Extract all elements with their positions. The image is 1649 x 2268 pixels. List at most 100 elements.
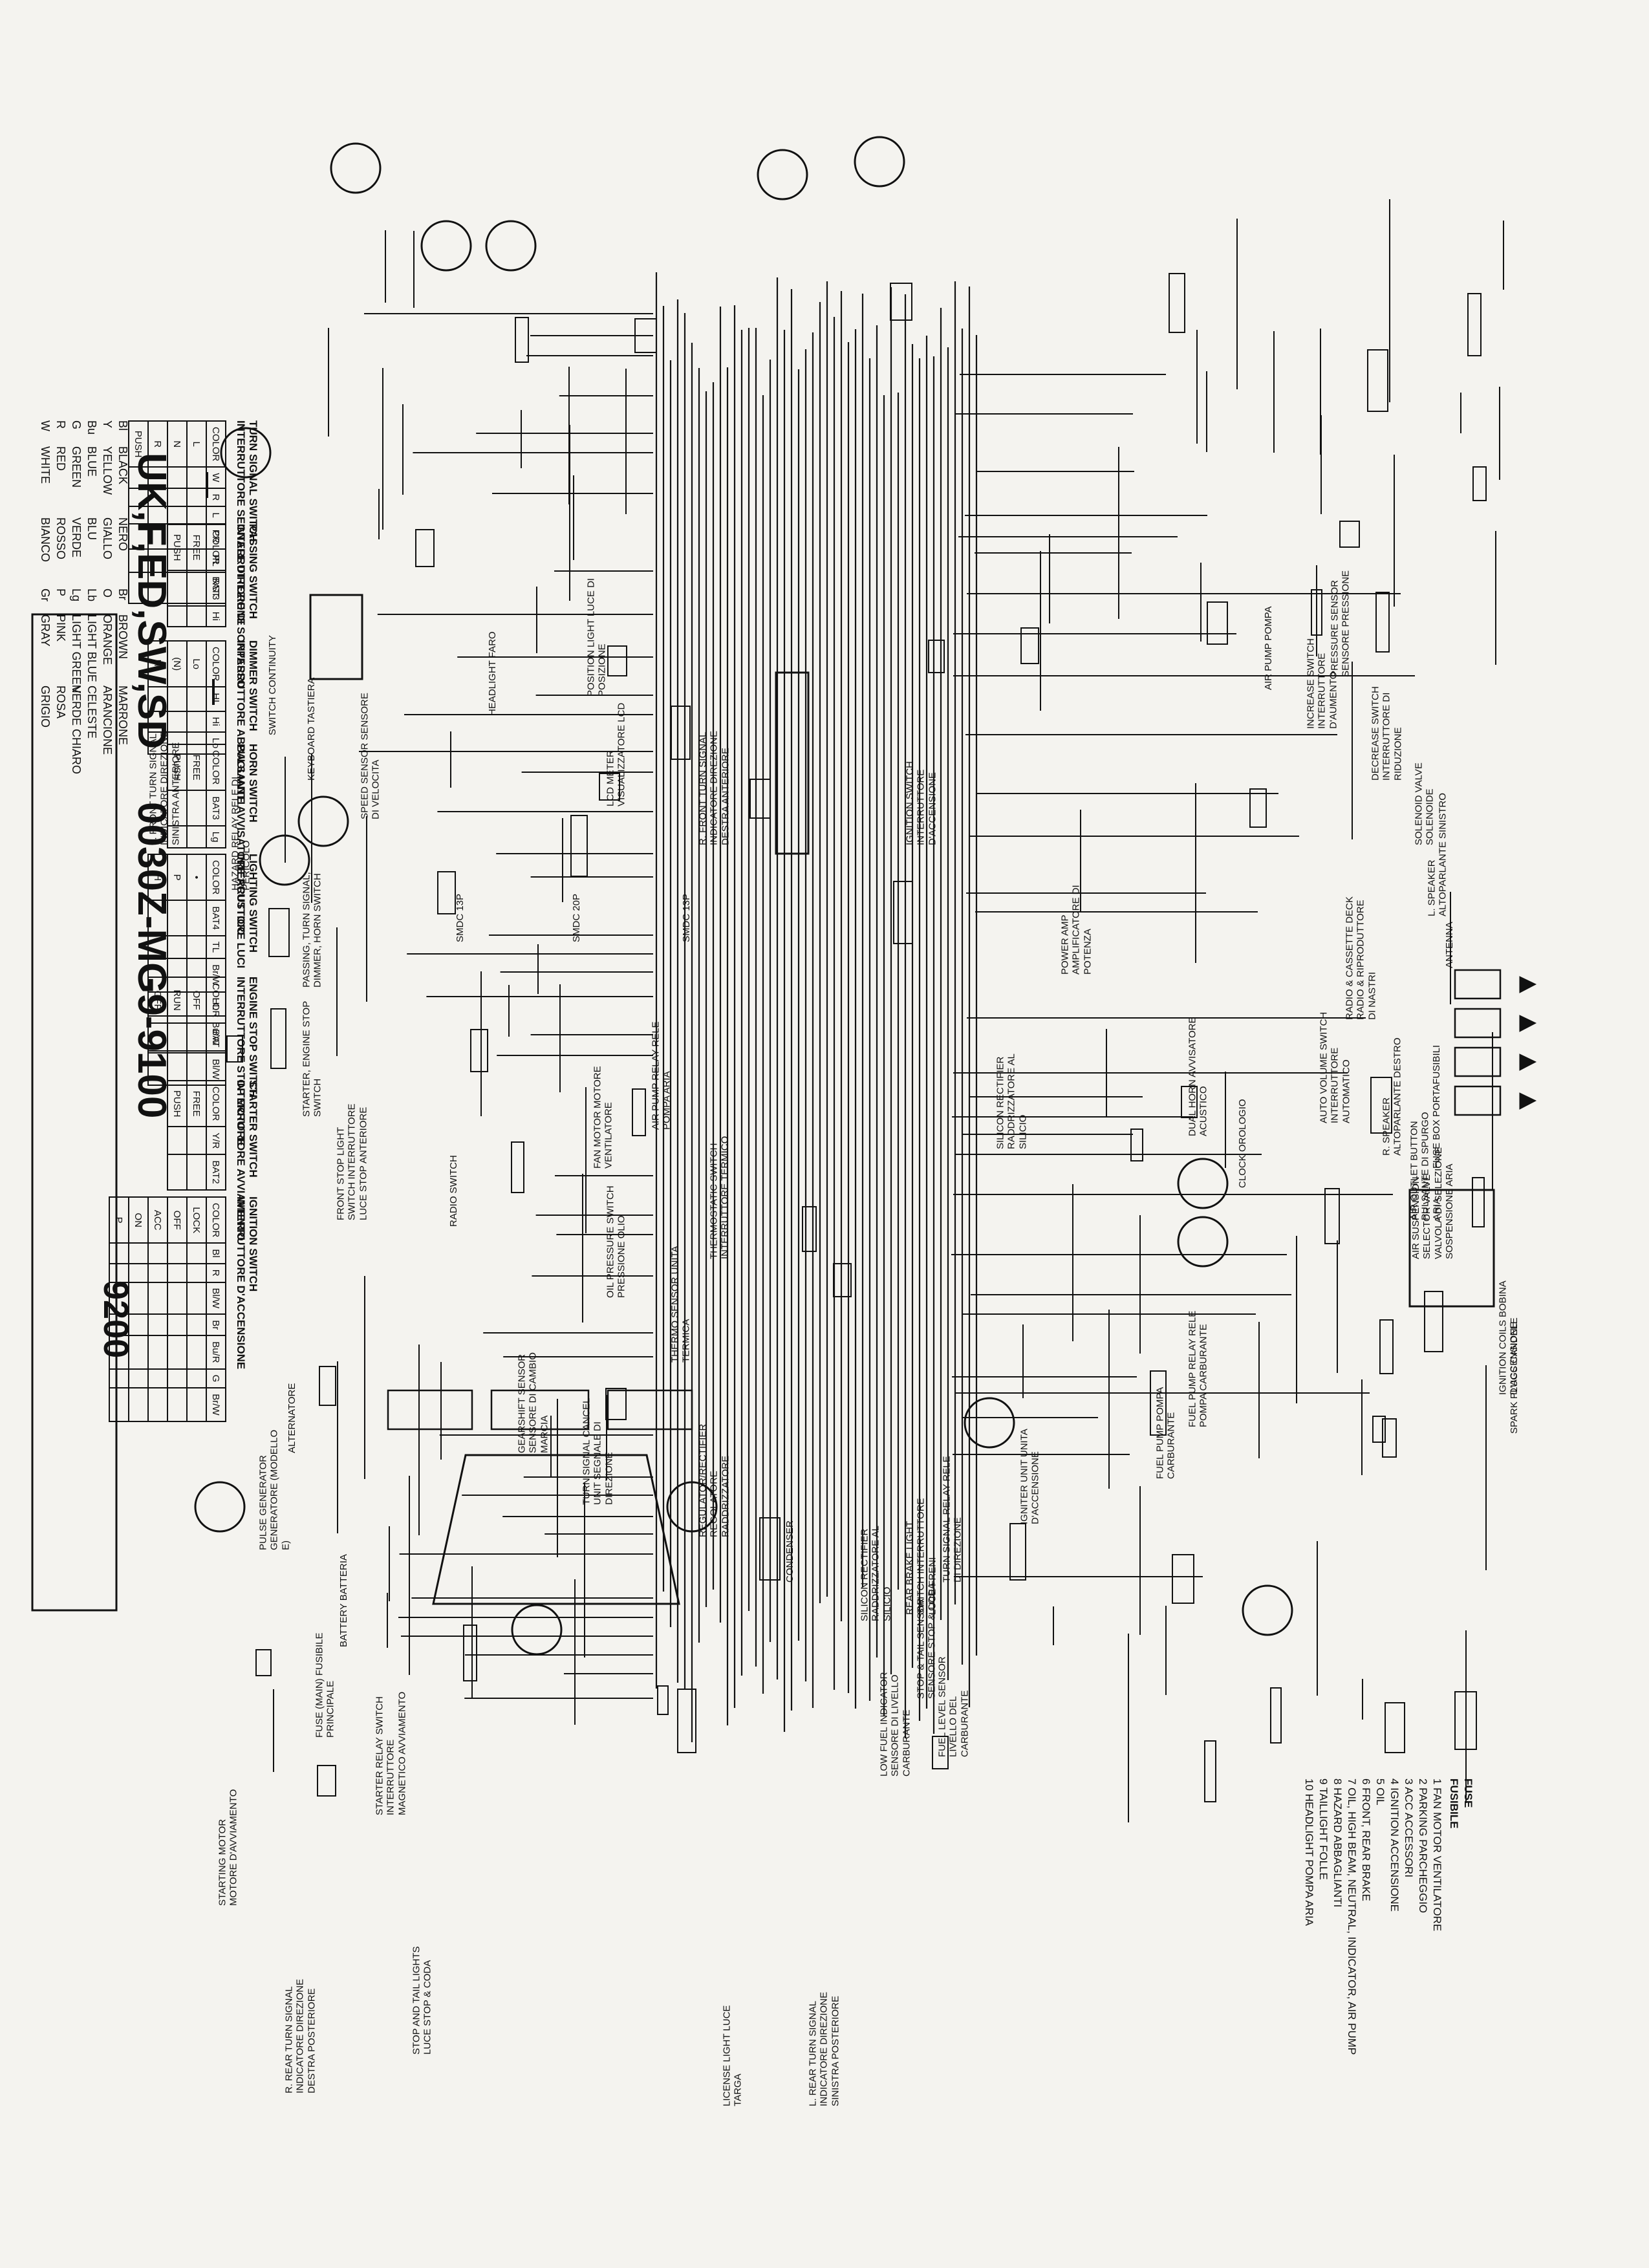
switch-table-cell: COLOR: [206, 421, 226, 468]
switch-table-cell: Bu/R: [206, 1335, 226, 1369]
component-label-power-amp: POWER AMP AMPLIFICATORE DI POTENZA: [1059, 885, 1093, 975]
switch-table-cell: Hi: [206, 605, 226, 627]
spark-plug: [1519, 1015, 1537, 1032]
air-pump-motor: [1242, 1584, 1293, 1636]
connector-block: [463, 1625, 477, 1681]
switch-table-cell: Br/W: [206, 958, 226, 992]
connector-block: [226, 1035, 243, 1063]
switch-table-cell: [187, 1335, 206, 1369]
legend-code: G: [70, 420, 83, 430]
switch-table-cell: [167, 1243, 187, 1264]
switch-table-cell: [167, 687, 187, 711]
legend-en: GREEN: [70, 446, 83, 488]
switch-table-cell: COLOR: [206, 854, 226, 901]
connector-block: [1472, 1177, 1485, 1227]
switch-table-cell: ON: [129, 1197, 148, 1244]
switch-table-cell: [167, 1015, 187, 1052]
component-label-gearshift-sensor: GEARSHIFT SENSOR SENSORE DI CAMBIO MARCI…: [516, 1352, 550, 1453]
component-label-starter-relay: STARTER RELAY SWITCH INTERRUTTORE MAGNET…: [374, 1691, 407, 1815]
legend-it: NERO: [116, 517, 129, 552]
component-label-keyboard: KEYBOARD TASTIERA: [305, 677, 317, 781]
connector-block: [932, 1736, 949, 1769]
component-label-license-light: LICENSE LIGHT LUCE TARGA: [721, 2005, 744, 2106]
switch-table-cell: [187, 935, 206, 959]
component-label-battery: BATTERY BATTERIA: [338, 1554, 349, 1647]
switch-title-en: TURN SIGNAL SWITCH: [247, 420, 259, 542]
component-label-silicon-rectifier-b: SILICON RECTIFIER RADDRIZZATORE AL SILIC…: [859, 1526, 892, 1621]
switch-table-cell: (N): [167, 641, 187, 687]
switch-table-cell: PUSH: [129, 421, 148, 468]
connector-block: [1150, 1370, 1167, 1436]
legend-code: P: [54, 589, 67, 597]
legend-it: BIANCO: [39, 517, 52, 563]
component-label-main-fuse: FUSE (MAIN) FUSIBILE PRINCIPALE: [314, 1632, 336, 1738]
central-connector-strip: [775, 671, 810, 855]
license-light-bulb: [757, 149, 808, 200]
component-label-lcd-meter: LCD METER VISUALIZZATORE LCD: [605, 702, 627, 806]
legend-code: Br: [116, 589, 129, 600]
fuse-item: 1 FAN MOTOR VENTILATORE: [1431, 1778, 1443, 1932]
component-label-hazard-relay: HAZARD RELAY RELE DI PERICOLO: [230, 776, 252, 891]
switch-table-cell: [129, 1314, 148, 1336]
component-label-oil-pressure: OIL PRESSURE SWITCH PRESSIONE OLIO: [605, 1185, 627, 1298]
connector-block: [928, 640, 945, 673]
component-label-dual-horn: DUAL HORN AVVISATORE ACUSTICO: [1187, 1017, 1209, 1137]
component-label-front-turn-l: L. FRONT TURN SIGNAL INDICATORE DIREZION…: [147, 731, 181, 845]
connector-block: [319, 1366, 336, 1406]
legend-code: Lb: [85, 589, 98, 602]
switch-table-cell: [167, 1335, 187, 1369]
switch-table-row: ACC: [148, 1197, 167, 1421]
switch-table-cell: [187, 1314, 206, 1336]
switch-table-row: P: [167, 854, 187, 1052]
switch-table-cell: [109, 1335, 129, 1369]
component-label-fuse-box: FUSE BOX PORTAFUSIBILI: [1430, 1044, 1442, 1169]
connector-block: [607, 645, 627, 676]
switch-table-cell: [109, 1368, 129, 1388]
connector-block: [1311, 589, 1322, 636]
switch-table-cell: [187, 731, 206, 755]
component-label-fuel-level-sensor: FUEL LEVEL SENSOR LIVELLO DEL CARBURANTE: [936, 1656, 970, 1757]
connector-block: [833, 1263, 852, 1297]
component-label-radio-switch: RADIO SWITCH: [447, 1155, 459, 1227]
switch-table-cell: R: [148, 421, 167, 468]
connector-block: [634, 318, 657, 353]
legend-it: MARRONE: [116, 686, 129, 746]
switch-table-cell: [167, 1282, 187, 1315]
connector-block: [1372, 1416, 1386, 1443]
switch-table-cell: FREE: [187, 1081, 206, 1127]
switch-table-row: FREE: [187, 1081, 206, 1190]
component-label-pressure-sensor: PRESSURE SENSOR SENSORE PRESSIONE: [1329, 570, 1352, 677]
switch-table-row: LOCK: [187, 1197, 206, 1421]
switch-table-cell: [187, 790, 206, 826]
switch-table-cell: [187, 467, 206, 488]
switch-table-row: PUSH: [129, 421, 148, 603]
component-label-igniter-unit: IGNITER UNIT UNITA D'ACCENSIONE: [1018, 1429, 1041, 1524]
connector-block: [632, 1088, 646, 1136]
connector-block: [1169, 273, 1185, 333]
switch-table-row: L: [187, 421, 206, 603]
connector-block: [470, 1029, 488, 1072]
legend-it: GIALLO: [101, 517, 114, 560]
component-label-ignition-switch: IGNITION SWITCH INTERRUTTORE D'ACCENSION…: [904, 761, 938, 845]
pulse-generator-symbol: [297, 795, 349, 847]
fuse-item: 9 TAILLIGHT FOLLE: [1317, 1778, 1330, 1880]
component-label-turn-signal-relay: TURN SIGNAL RELAY RELE DI DIREZIONE: [941, 1456, 964, 1582]
switch-table-cell: W: [206, 467, 226, 488]
switch-table-row: ON: [129, 1197, 148, 1421]
switch-table-cell: Bu/W: [206, 1015, 226, 1052]
switch-table-cell: RST: [206, 572, 226, 603]
connector-block: [749, 779, 771, 819]
switch-table-cell: [148, 958, 167, 992]
switch-table-cell: [187, 572, 206, 603]
component-label-decrease-switch: DECREASE SWITCH INTERRUTTORE DI RIDUZION…: [1370, 686, 1403, 781]
switch-table-cell: [167, 1368, 187, 1388]
connector-block: [437, 871, 456, 914]
connector-block: [1367, 349, 1388, 412]
switch-table-cell: [187, 1388, 206, 1421]
connector-block: [605, 1388, 627, 1420]
switch-table-cell: PR: [206, 523, 226, 549]
connector-block: [1249, 788, 1267, 828]
